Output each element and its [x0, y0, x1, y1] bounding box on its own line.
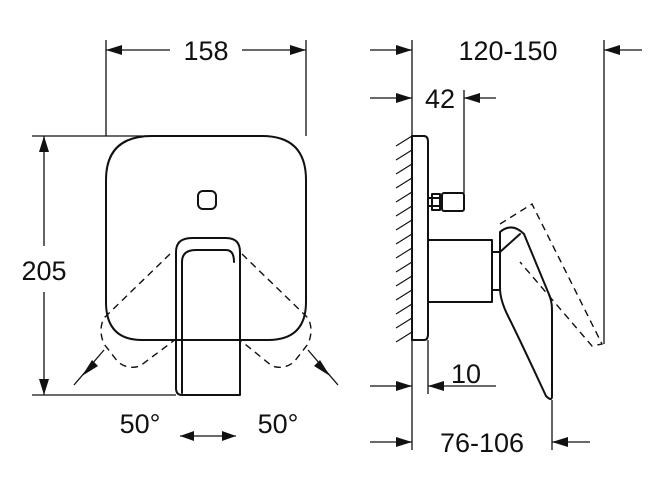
side-body — [427, 239, 493, 303]
dim-angle-left: 50° — [120, 409, 161, 439]
lever-inner — [181, 249, 235, 263]
dim-projection-range: 120-150 — [458, 36, 557, 66]
lever-handle — [175, 237, 241, 396]
diverter-button — [197, 190, 217, 210]
dim-depth-range: 76-106 — [440, 428, 524, 458]
cover-plate — [105, 135, 307, 341]
front-view: 158 205 50° 50° — [21, 36, 339, 441]
lever-rotated-left — [100, 253, 181, 369]
side-plate — [411, 135, 429, 341]
dim-plate: 10 — [451, 359, 481, 389]
dim-angle-right: 50° — [258, 409, 299, 439]
side-lever-raised — [499, 202, 604, 347]
lever-rotated-right — [239, 253, 312, 369]
dim-spindle: 42 — [425, 84, 455, 114]
side-lever — [499, 226, 553, 400]
side-view: 120-150 42 10 76-106 — [370, 36, 642, 458]
wall-hatch — [395, 135, 413, 343]
dim-front-width: 158 — [183, 36, 228, 66]
dim-front-height: 205 — [21, 256, 66, 286]
